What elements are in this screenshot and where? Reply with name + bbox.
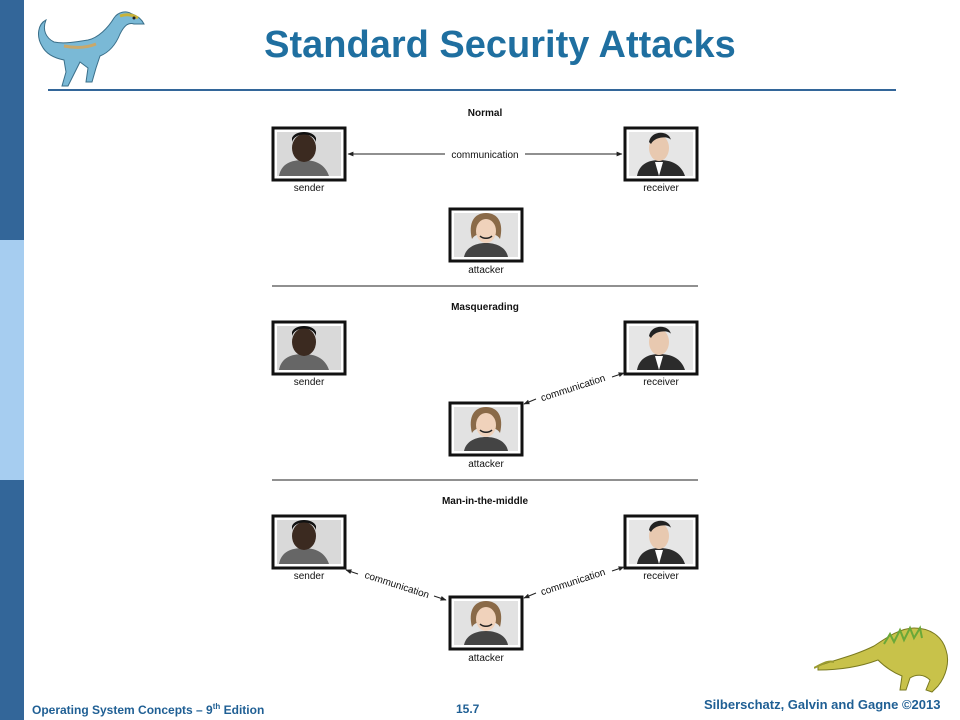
footer-edition-text: Edition	[220, 703, 265, 717]
receiver-portrait	[623, 320, 699, 376]
receiver-label: receiver	[643, 571, 679, 582]
footer-book-title: Operating System Concepts – 9th Edition	[32, 702, 264, 717]
sender-label: sender	[294, 571, 325, 582]
attacker-label: attacker	[468, 459, 504, 470]
panel-masquerading: Masquerading sender receiver attacker co…	[271, 302, 699, 470]
slide-title: Standard Security Attacks	[264, 24, 736, 66]
footer-edition-sup: th	[212, 702, 221, 711]
sender-label: sender	[294, 377, 325, 388]
attacker-portrait	[448, 207, 524, 263]
sidebar-light-segment	[0, 240, 24, 480]
panel-heading-normal: Normal	[468, 108, 503, 119]
dinosaur-logo-bottom	[814, 625, 949, 693]
receiver-portrait	[623, 126, 699, 182]
communication-label: communication	[363, 570, 430, 601]
attacker-portrait	[448, 595, 524, 651]
communication-label: communication	[540, 567, 607, 598]
footer-copyright: Silberschatz, Galvin and Gagne ©2013	[704, 697, 941, 712]
receiver-label: receiver	[643, 183, 679, 194]
title-underline	[48, 89, 896, 91]
footer-book-title-text: Operating System Concepts – 9	[32, 703, 213, 717]
panel-normal: Normal sender receiver attacker communic…	[271, 108, 699, 276]
sender-portrait	[271, 320, 347, 376]
attacker-label: attacker	[468, 265, 504, 276]
attacker-label: attacker	[468, 653, 504, 664]
panel-man-in-the-middle: Man-in-the-middle sender receiver attack…	[271, 496, 699, 664]
panel-heading-masquerading: Masquerading	[451, 302, 519, 313]
panel-heading-man-in-the-middle: Man-in-the-middle	[442, 496, 529, 507]
sender-label: sender	[294, 183, 325, 194]
sender-portrait	[271, 126, 347, 182]
footer-page-number: 15.7	[456, 702, 480, 716]
dinosaur-logo-top	[38, 11, 145, 87]
communication-label: communication	[540, 373, 607, 404]
attacker-portrait	[448, 401, 524, 457]
sender-portrait	[271, 514, 347, 570]
communication-label: communication	[451, 150, 518, 161]
receiver-portrait	[623, 514, 699, 570]
receiver-label: receiver	[643, 377, 679, 388]
left-sidebar-bar	[0, 0, 24, 720]
